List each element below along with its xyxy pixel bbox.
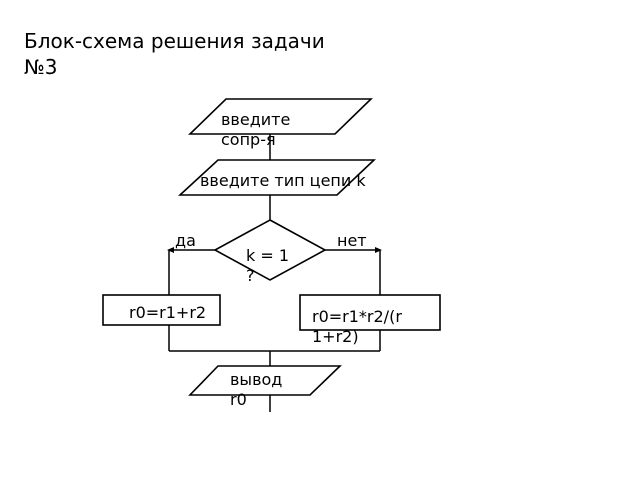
series-formula-box [102, 294, 221, 326]
output-parallelogram [188, 365, 342, 396]
series-formula-label: r0=r1+r2 [129, 303, 207, 322]
input-resistances-parallelogram [188, 98, 373, 135]
input-chain-type-parallelogram [177, 159, 377, 196]
condition-label: k = 1 ? [246, 246, 290, 285]
arrowhead-left [167, 247, 174, 253]
branch-yes-label: да [175, 231, 196, 250]
arrowhead-right [375, 247, 382, 253]
input-resistances-label: введите сопр-я [221, 110, 291, 149]
output-label: вывод r0 [230, 370, 283, 409]
branch-no-label: нет [337, 231, 367, 250]
input-chain-type-label: введите тип цепи k [200, 171, 366, 190]
parallel-formula-box [299, 294, 441, 331]
parallel-formula-label: r0=r1*r2/(r1+r2) [312, 307, 402, 346]
diagram-title: Блок-схема решения задачи №3 [24, 29, 325, 79]
condition-diamond [213, 219, 327, 281]
